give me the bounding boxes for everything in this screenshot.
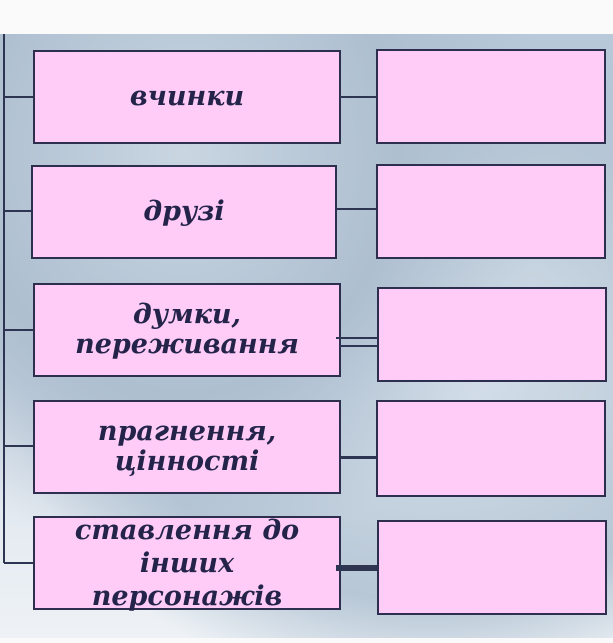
left-connector [4,329,34,331]
answer-box-5[interactable] [377,520,607,615]
category-box-1: вчинки [33,50,341,144]
category-label: думки, переживання [75,299,299,360]
left-connector [4,96,34,98]
left-connector [4,562,34,564]
answer-box-2[interactable] [376,164,606,259]
right-connector [340,345,377,347]
category-label: вчинки [129,81,245,112]
category-box-4: прагнення, цінності [33,400,341,494]
category-label: друзі [143,196,225,227]
right-connector [337,208,377,210]
category-box-2: друзі [31,165,337,259]
right-connector [336,565,377,571]
category-label: прагнення, цінності [97,416,277,477]
category-label: ставлення до інших персонажів [74,514,300,612]
right-connector [340,96,377,98]
category-box-5: ставлення до інших персонажів [33,514,341,612]
trunk-connector [3,34,5,563]
answer-box-1[interactable] [376,49,606,144]
answer-box-3[interactable] [377,287,607,382]
left-connector [4,445,34,447]
right-connector [336,337,377,339]
category-box-3: думки, переживання [33,283,341,377]
left-connector [4,210,32,212]
right-connector [341,456,377,459]
answer-box-4[interactable] [376,400,606,497]
